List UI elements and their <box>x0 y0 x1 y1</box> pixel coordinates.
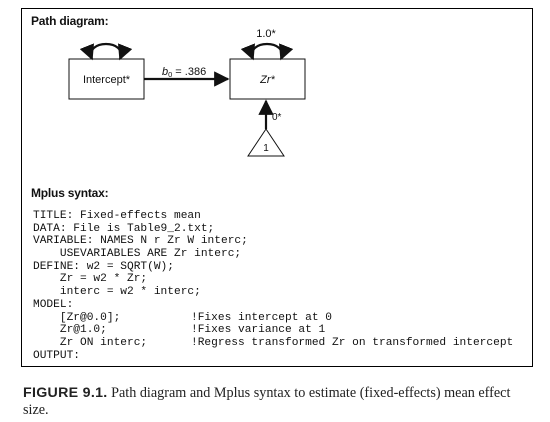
code-statement: Zr@1.0; <box>33 324 107 337</box>
zr-node-label: Zr* <box>259 74 275 86</box>
code-statement: TITLE: Fixed-effects mean <box>33 210 201 222</box>
path-diagram-title: Path diagram: <box>31 14 109 28</box>
constant-path-label: 0* <box>272 112 282 123</box>
code-statement: Zr = w2 * Zr; <box>33 273 148 286</box>
code-line: USEVARIABLES ARE Zr interc; <box>33 248 528 261</box>
constant-node-label: 1 <box>263 143 269 154</box>
code-statement: DATA: File is Table9_2.txt; <box>33 222 215 235</box>
code-statement: interc = w2 * interc; <box>33 286 201 299</box>
code-statement: DEFINE: w2 = SQRT(W); <box>33 260 174 273</box>
code-line: Zr@1.0; !Fixes variance at 1 <box>33 324 528 337</box>
zr-node <box>229 58 306 100</box>
code-line: TITLE: Fixed-effects mean <box>33 210 528 223</box>
code-statement: USEVARIABLES ARE Zr interc; <box>33 248 242 261</box>
code-statement: [Zr@0.0]; <box>33 311 121 324</box>
zr-variance-label: 1.0* <box>256 28 276 40</box>
code-comment: !Fixes variance at 1 <box>191 324 326 337</box>
code-line: MODEL: <box>33 299 528 312</box>
path-coefficient-label: b0= .386 <box>162 66 206 79</box>
intercept-variance-loop <box>79 42 133 61</box>
code-comment: !Regress transformed Zr on transformed i… <box>191 336 514 349</box>
code-line: OUTPUT: <box>33 350 528 363</box>
figure-caption: FIGURE 9.1. Path diagram and Mplus synta… <box>23 385 538 419</box>
mplus-syntax-title: Mplus syntax: <box>31 186 109 200</box>
intercept-node-label: Intercept* <box>83 74 131 86</box>
code-line: DATA: File is Table9_2.txt; <box>33 223 528 236</box>
code-line: DEFINE: w2 = SQRT(W); <box>33 261 528 274</box>
figure-caption-text: Path diagram and Mplus syntax to estimat… <box>23 385 511 418</box>
constant-triangle <box>247 128 285 157</box>
code-statement: Zr ON interc; <box>33 336 148 349</box>
code-statement: VARIABLE: NAMES N r Zr W interc; <box>33 235 248 248</box>
code-line: Zr ON interc; !Regress transformed Zr on … <box>33 337 528 350</box>
figure-frame: Path diagram: Intercept* Zr* 1.0* b0= .3… <box>21 8 533 367</box>
path-diagram: Intercept* Zr* 1.0* b0= .386 1 0* <box>68 28 306 157</box>
code-line: Zr = w2 * Zr; <box>33 273 528 286</box>
code-line: [Zr@0.0]; !Fixes intercept at 0 <box>33 312 528 325</box>
figure-label: FIGURE 9.1. <box>23 385 108 401</box>
code-statement: OUTPUT: <box>33 349 80 362</box>
code-line: VARIABLE: NAMES N r Zr W interc; <box>33 235 528 248</box>
code-comment: !Fixes intercept at 0 <box>191 311 332 324</box>
code-statement: MODEL: <box>33 298 74 311</box>
zr-variance-loop <box>240 42 294 61</box>
code-line: interc = w2 * interc; <box>33 286 528 299</box>
